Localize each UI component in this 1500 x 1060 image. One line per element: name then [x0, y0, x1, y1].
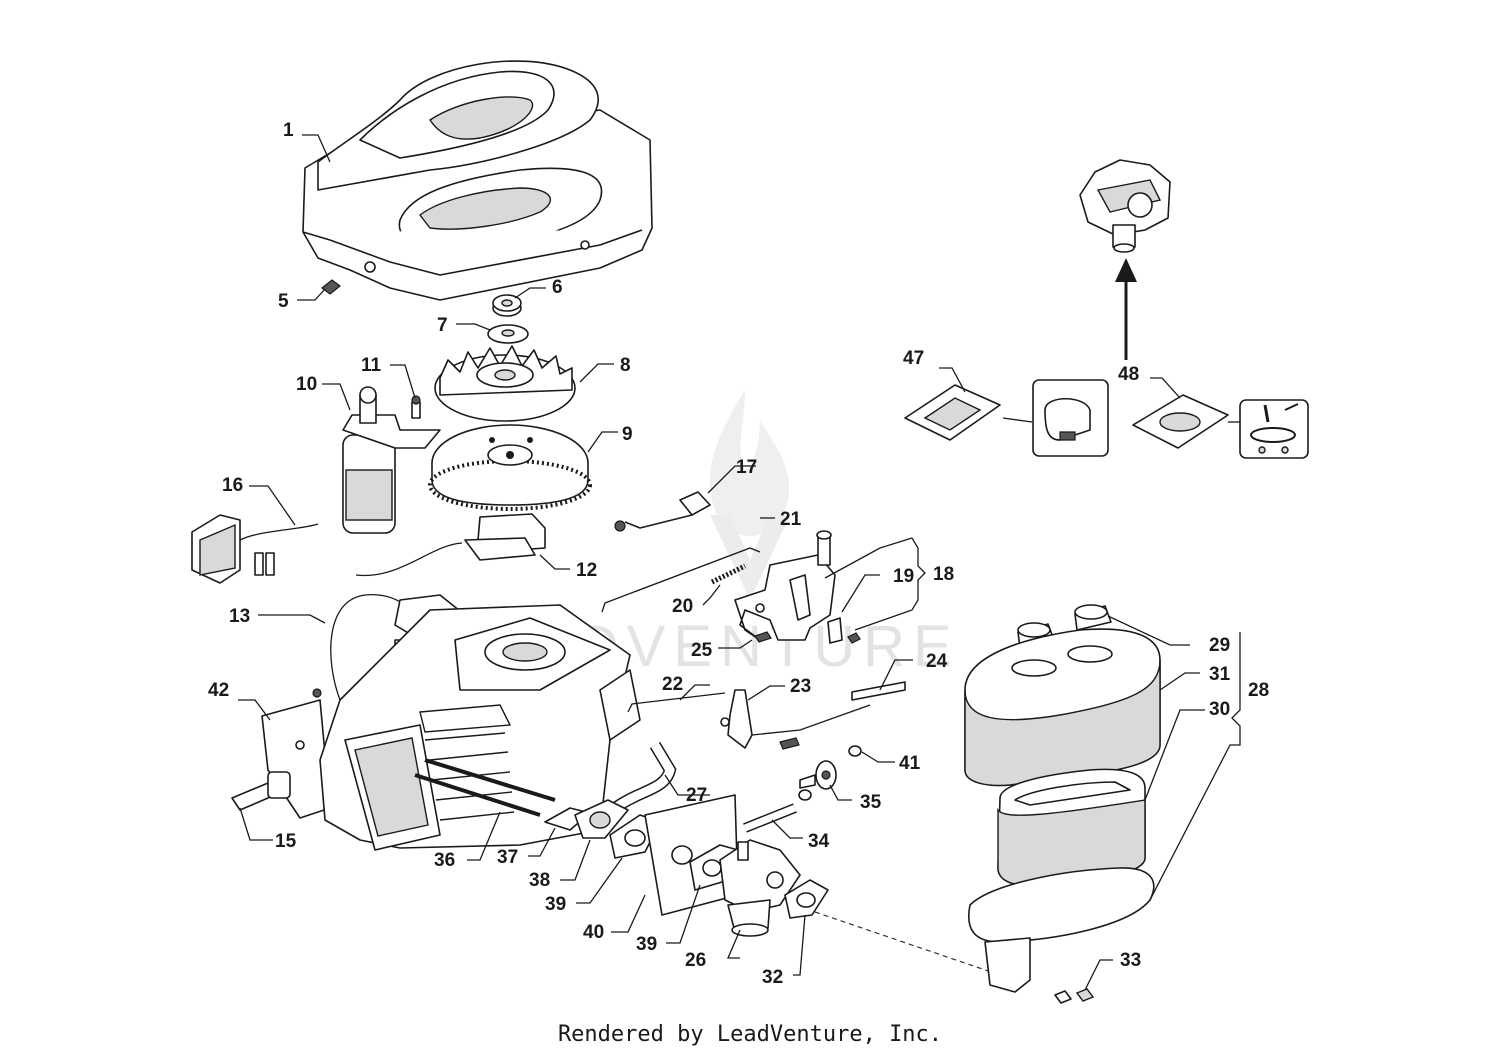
- part-rectifier-16: [191, 514, 319, 584]
- callout-32: 32: [762, 967, 783, 988]
- callout-6: 6: [552, 277, 563, 298]
- callout-34: 34: [808, 831, 830, 852]
- callout-16: 16: [222, 475, 243, 496]
- part-connector-17: [614, 491, 711, 532]
- part-air-cleaner-cover-31: [964, 628, 1161, 787]
- callout-22: 22: [662, 674, 683, 695]
- part-air-filter-30: [997, 768, 1146, 886]
- callout-11: 11: [361, 355, 382, 376]
- part-head-bolts-36: [414, 758, 556, 817]
- part-knob-29b: [1074, 604, 1112, 631]
- part-rod-21: [601, 547, 761, 613]
- callout-23: 23: [790, 676, 811, 697]
- callout-12: 12: [576, 560, 597, 581]
- callout-39-a: 39: [545, 894, 566, 915]
- part-gasket-32: [784, 879, 829, 919]
- callout-21: 21: [780, 509, 802, 530]
- part-fuel-valve-35: [799, 760, 837, 790]
- callout-20: 20: [672, 596, 693, 617]
- callout-30: 30: [1209, 699, 1230, 720]
- callout-13: 13: [229, 606, 250, 627]
- part-breather-tube-27: [611, 741, 677, 813]
- part-flywheel-9: [428, 424, 592, 511]
- part-carburetor-26: [719, 839, 801, 937]
- part-nut-6: [492, 294, 522, 317]
- part-bracket-42: [261, 688, 331, 819]
- arrow-up-icon: [1115, 258, 1137, 360]
- part-clip-19: [827, 617, 861, 644]
- callout-15: 15: [275, 831, 297, 852]
- callout-7: 7: [437, 315, 448, 336]
- callout-31: 31: [1209, 664, 1231, 685]
- part-starter-10: [342, 386, 441, 534]
- part-kit-48: [1132, 394, 1309, 459]
- callout-33: 33: [1120, 950, 1141, 971]
- part-carburetor-assembly: [1079, 159, 1171, 253]
- leader-lines: [238, 134, 1241, 991]
- part-engine-block: [319, 604, 641, 851]
- callout-18: 18: [933, 564, 954, 585]
- callout-39-b: 39: [636, 934, 657, 955]
- callout-9: 9: [622, 424, 633, 445]
- part-oil-sensor-15: [231, 771, 291, 811]
- callout-41: 41: [899, 753, 921, 774]
- part-bolts-11: [411, 395, 421, 419]
- callout-29: 29: [1209, 635, 1230, 656]
- callout-48: 48: [1118, 364, 1139, 385]
- callout-37: 37: [497, 847, 518, 868]
- part-clamp-41: [798, 745, 862, 801]
- part-rod-22: [627, 692, 726, 713]
- callout-38: 38: [529, 870, 550, 891]
- part-bracket-assembly-18: [734, 530, 836, 641]
- part-rod-24: [751, 681, 906, 736]
- part-ignition-coil-12: [355, 513, 546, 577]
- callout-47: 47: [903, 348, 924, 369]
- callout-26: 26: [685, 950, 706, 971]
- part-screw-25: [754, 631, 772, 643]
- callout-42: 42: [208, 680, 229, 701]
- part-kit-47: [904, 379, 1109, 457]
- callout-36: 36: [434, 850, 455, 871]
- callout-28: 28: [1248, 680, 1269, 701]
- callout-8: 8: [620, 355, 631, 376]
- callout-19: 19: [893, 566, 914, 587]
- callout-40: 40: [583, 922, 604, 943]
- callout-35: 35: [860, 792, 882, 813]
- part-air-cleaner-base: [968, 867, 1155, 993]
- callout-1: 1: [283, 120, 294, 141]
- part-screw-misc: [779, 737, 800, 750]
- part-fan-8: [434, 345, 576, 422]
- callout-25: 25: [691, 640, 713, 661]
- callout-27: 27: [686, 785, 707, 806]
- callout-10: 10: [296, 374, 317, 395]
- part-lever-23: [720, 689, 753, 749]
- callout-24: 24: [926, 651, 948, 672]
- callout-5: 5: [278, 291, 289, 312]
- part-nuts-33: [1054, 988, 1095, 1004]
- assembly-line: [814, 911, 1001, 976]
- part-washer-7: [487, 324, 529, 344]
- callout-17: 17: [736, 457, 757, 478]
- part-fuel-hose-34: [743, 803, 797, 833]
- callouts: 1 5 6 7 8 9 10 11 12 13 15 16 17 18 19 2…: [208, 120, 1269, 988]
- part-blower-housing: [302, 60, 653, 301]
- part-spacer-38: [574, 799, 629, 839]
- footer-credit: Rendered by LeadVenture, Inc.: [557, 1022, 943, 1047]
- part-bolt-5: [321, 279, 341, 295]
